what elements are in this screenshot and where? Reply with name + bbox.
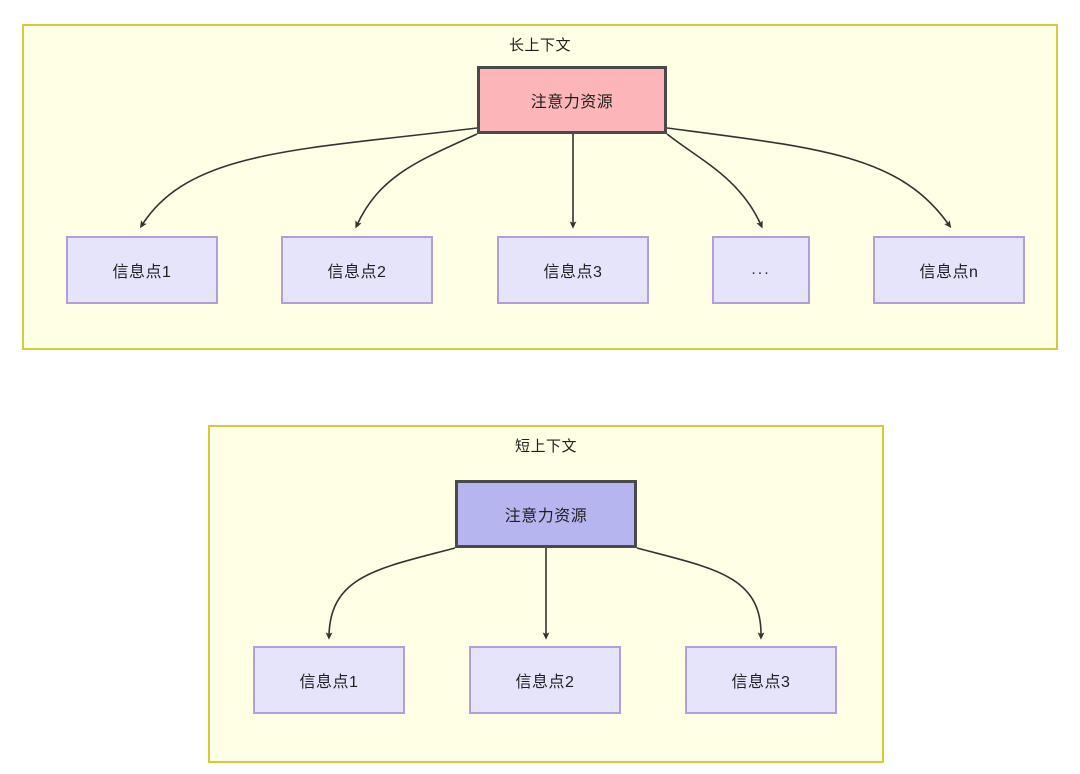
- node-info-point-1-short[interactable]: 信息点1: [253, 646, 405, 714]
- node-info-point-2-long[interactable]: 信息点2: [281, 236, 433, 304]
- node-info-point-n-long[interactable]: 信息点n: [873, 236, 1025, 304]
- node-info-point-3-long[interactable]: 信息点3: [497, 236, 649, 304]
- panel-short-context-title: 短上下文: [514, 438, 577, 455]
- node-info-point-1-long[interactable]: 信息点1: [66, 236, 218, 304]
- node-info-point-ellipsis-long[interactable]: ...: [712, 236, 810, 304]
- node-info-point-3-short[interactable]: 信息点3: [685, 646, 837, 714]
- node-attention-resource-long[interactable]: 注意力资源: [477, 66, 667, 134]
- panel-long-context-title: 长上下文: [508, 37, 571, 54]
- node-info-point-2-short[interactable]: 信息点2: [469, 646, 621, 714]
- node-attention-resource-short[interactable]: 注意力资源: [455, 480, 637, 548]
